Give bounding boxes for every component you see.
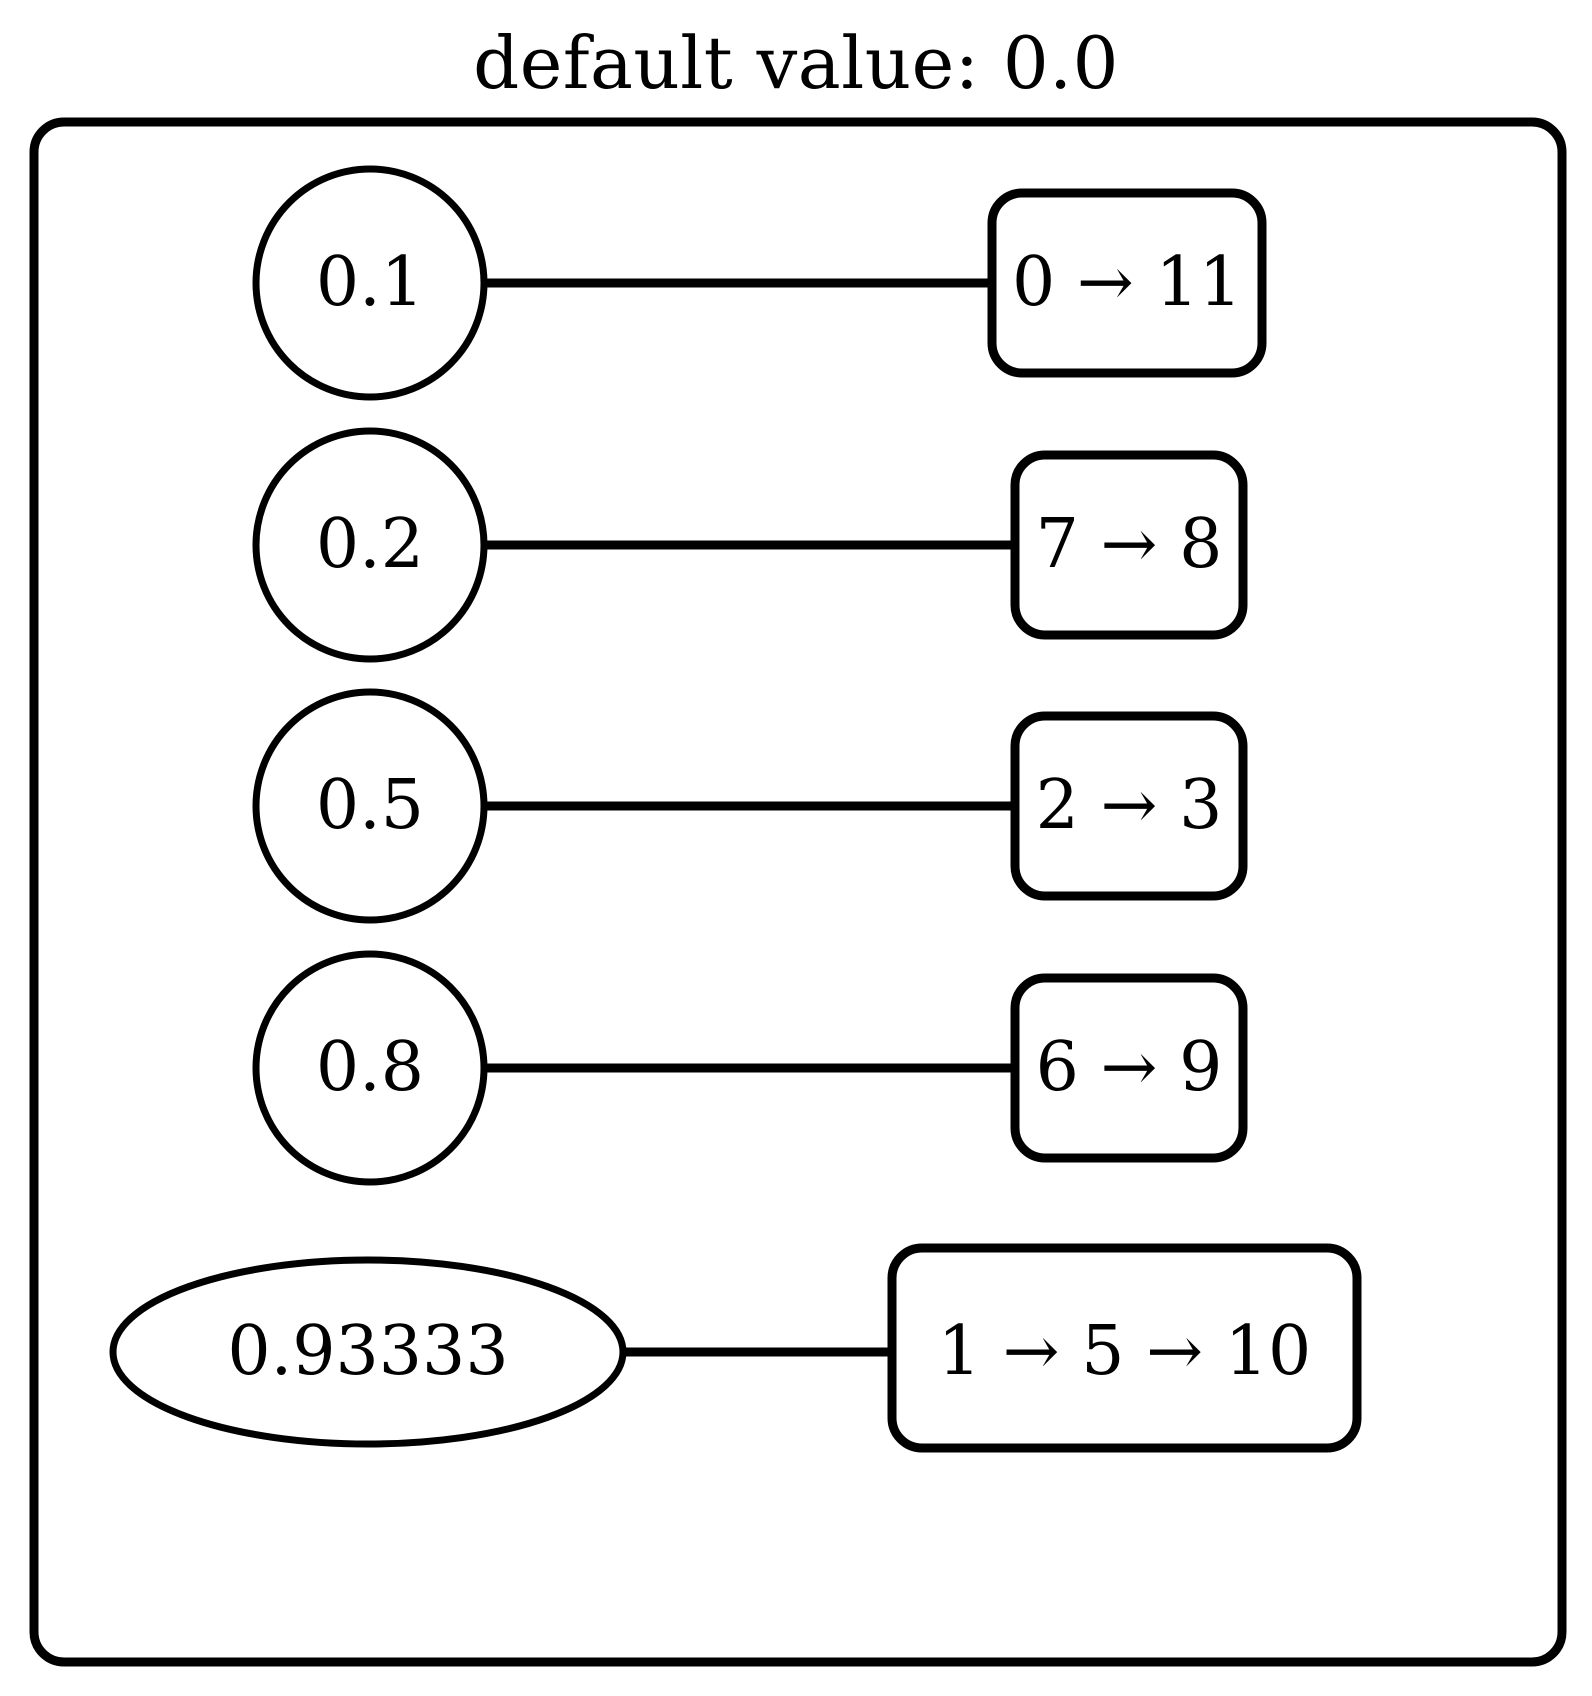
page-title: default value: 0.0 (473, 21, 1119, 105)
value-node-circle-row-4[interactable] (252, 950, 488, 1186)
path-node-box-row-3[interactable] (1010, 711, 1248, 901)
value-node-circle-row-3[interactable] (252, 688, 488, 924)
value-node-circle-row-2[interactable] (252, 427, 488, 663)
path-node-box-row-4[interactable] (1010, 973, 1248, 1163)
value-node-circle-row-1[interactable] (252, 165, 488, 401)
path-node-box-row-1[interactable] (987, 188, 1267, 378)
path-node-box-row-5[interactable] (887, 1243, 1362, 1453)
path-node-box-row-2[interactable] (1010, 450, 1248, 640)
value-node-ellipse-row-5[interactable] (109, 1256, 627, 1448)
